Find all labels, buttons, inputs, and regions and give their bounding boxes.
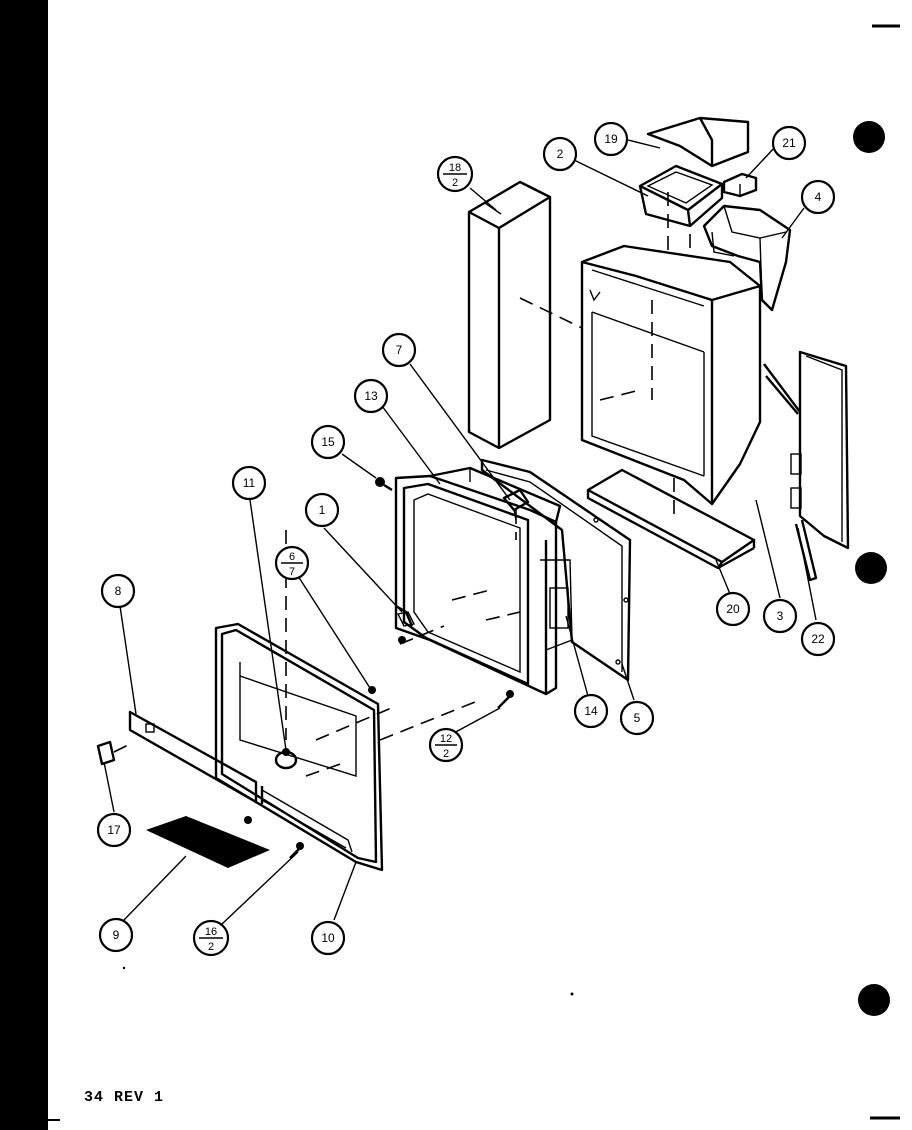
callout-1-label: 1 [319,503,326,517]
part-1-hardware [368,604,416,694]
callout-15: 15 [310,424,346,460]
callout-19-label: 19 [604,132,618,146]
part-13-inner-liner [394,466,573,696]
callout-9-label: 9 [113,928,120,942]
callout-18-2: 18 2 [436,155,474,193]
callout-1: 1 [304,492,340,528]
callout-16-bottom-label: 2 [208,941,214,953]
callout-7: 7 [381,332,417,368]
callout-6-bottom-label: 7 [289,566,295,578]
callout-21-label: 21 [782,136,796,150]
registration-mark-top [853,121,885,153]
part-11-lamp [274,748,298,770]
scan-speck [122,966,126,970]
part-21-small-block [722,172,758,198]
part-18-tall-block [467,180,552,450]
callout-7-label: 7 [396,343,403,357]
callout-16-top-label: 16 [205,926,217,938]
part-2-square-frame [638,164,724,228]
part-17-cap [96,740,131,766]
callout-12-bottom-label: 2 [443,748,449,760]
scan-speck [570,992,574,996]
callout-2-label: 2 [557,147,564,161]
callout-18-top-label: 18 [449,162,461,174]
part-22-side-panel [763,350,850,582]
callout-9: 9 [98,917,134,953]
registration-mark-bottom [858,984,890,1016]
callout-14: 14 [573,693,609,729]
callout-17-label: 17 [107,823,121,837]
part-10-door-frame [214,622,384,872]
callout-16-2: 16 2 [192,919,230,957]
callout-20: 20 [715,591,751,627]
callout-17: 17 [96,812,132,848]
callout-19: 19 [593,121,629,157]
part-8-trim-strip [128,710,258,804]
part-15-screw [375,477,393,492]
callout-20-label: 20 [726,602,740,616]
callout-10: 10 [310,920,346,956]
part-20-base-plate [586,468,756,570]
callout-11-label: 11 [243,476,256,490]
part-12-screw [497,690,514,709]
registration-mark-middle [855,552,887,584]
callout-4-label: 4 [815,190,822,204]
part-9-grille [146,816,270,868]
callout-22: 22 [800,621,836,657]
callout-12-top-label: 12 [440,733,452,745]
leader-lines [103,139,817,925]
part-16-screw [289,842,304,859]
scan-edge-bar [0,0,48,1130]
callout-22-label: 22 [811,632,825,646]
callout-3: 3 [762,598,798,634]
part-3-liner-box [580,244,762,506]
callout-3-label: 3 [777,609,784,623]
callout-6-7: 6 7 [274,545,310,581]
callout-12-2: 12 2 [428,727,464,763]
callout-2: 2 [542,136,578,172]
callout-5: 5 [619,700,655,736]
part-19-duct [646,116,750,168]
callout-6-top-label: 6 [289,551,295,563]
callout-13: 13 [353,378,389,414]
callout-15-label: 15 [321,435,335,449]
callout-10-label: 10 [321,931,335,945]
callout-14-label: 14 [584,704,598,718]
part-4-bracket [702,204,792,312]
callout-11: 11 [231,465,267,501]
callout-8-label: 8 [115,584,122,598]
callout-4: 4 [800,179,836,215]
callout-21: 21 [771,125,807,161]
callout-18-bottom-label: 2 [452,177,458,189]
callout-13-label: 13 [364,389,378,403]
page-code: 34 REV 1 [84,1089,165,1106]
callout-8: 8 [100,573,136,609]
callout-5-label: 5 [634,711,641,725]
